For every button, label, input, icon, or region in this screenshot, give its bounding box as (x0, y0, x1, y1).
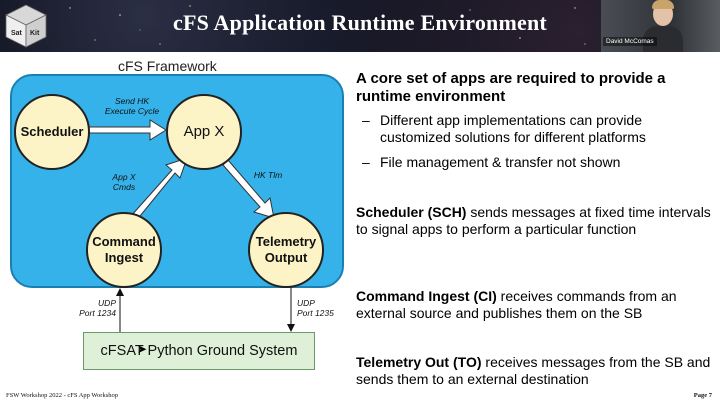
appx-label: App X (183, 123, 225, 140)
ground-system-label: cFSAT Python Ground System (100, 343, 298, 359)
logo-text-sat: Sat (11, 30, 23, 37)
hk-tlm-label: HK Tlm (253, 170, 283, 180)
ground-system-box: cFSAT Python Ground System (83, 332, 315, 370)
mouse-cursor-icon: ➤ (137, 342, 148, 356)
arrow-ci-to-appx (130, 157, 188, 222)
presenter-name-label: David McComas (603, 37, 657, 46)
presenter-avatar (643, 26, 683, 52)
ci-label-line2: Ingest (104, 250, 144, 265)
satkit-logo-icon: Sat Kit (5, 4, 47, 48)
logo-text-kit: Kit (30, 30, 40, 37)
dash-marker: – (362, 154, 370, 170)
scheduler-node: Scheduler (14, 94, 90, 170)
to-label-line2: Output (264, 250, 308, 265)
ci-label-line1: Command (92, 234, 156, 249)
presenter-video[interactable]: David McComas (601, 0, 720, 52)
arrow-scheduler-to-appx (87, 119, 167, 141)
footer-workshop: FSW Workshop 2022 - cFS App Workshop (6, 392, 118, 399)
ci-description: Command Ingest (CI) receives commands fr… (356, 288, 677, 321)
dash-marker: – (362, 112, 370, 128)
starfield-background (69, 5, 586, 45)
framework-label: cFS Framework (118, 58, 217, 74)
title-banner: Sat Kit cFS Application Runtime Environm… (0, 0, 720, 52)
ci-bold: Command Ingest (CI) (356, 288, 497, 304)
sch-description: Scheduler (SCH) sends messages at fixed … (356, 204, 711, 237)
to-label-line1: Telemetry (255, 234, 317, 249)
footer-page-number: Page 7 (693, 392, 712, 399)
main-bullet-heading: A core set of apps are required to provi… (356, 70, 666, 105)
to-description: Telemetry Out (TO) receives messages fro… (356, 354, 711, 387)
scheduler-label: Scheduler (20, 124, 84, 139)
appx-node: App X (166, 94, 242, 170)
sub-bullet-2: – File management & transfer not shown (362, 154, 621, 170)
arrow-appx-to-to (222, 159, 275, 219)
sub-bullet-1: – Different app implementations can prov… (362, 112, 646, 145)
slide-title: cFS Application Runtime Environment (173, 10, 547, 35)
to-bold: Telemetry Out (TO) (356, 354, 482, 370)
sch-bold: Scheduler (SCH) (356, 204, 467, 220)
